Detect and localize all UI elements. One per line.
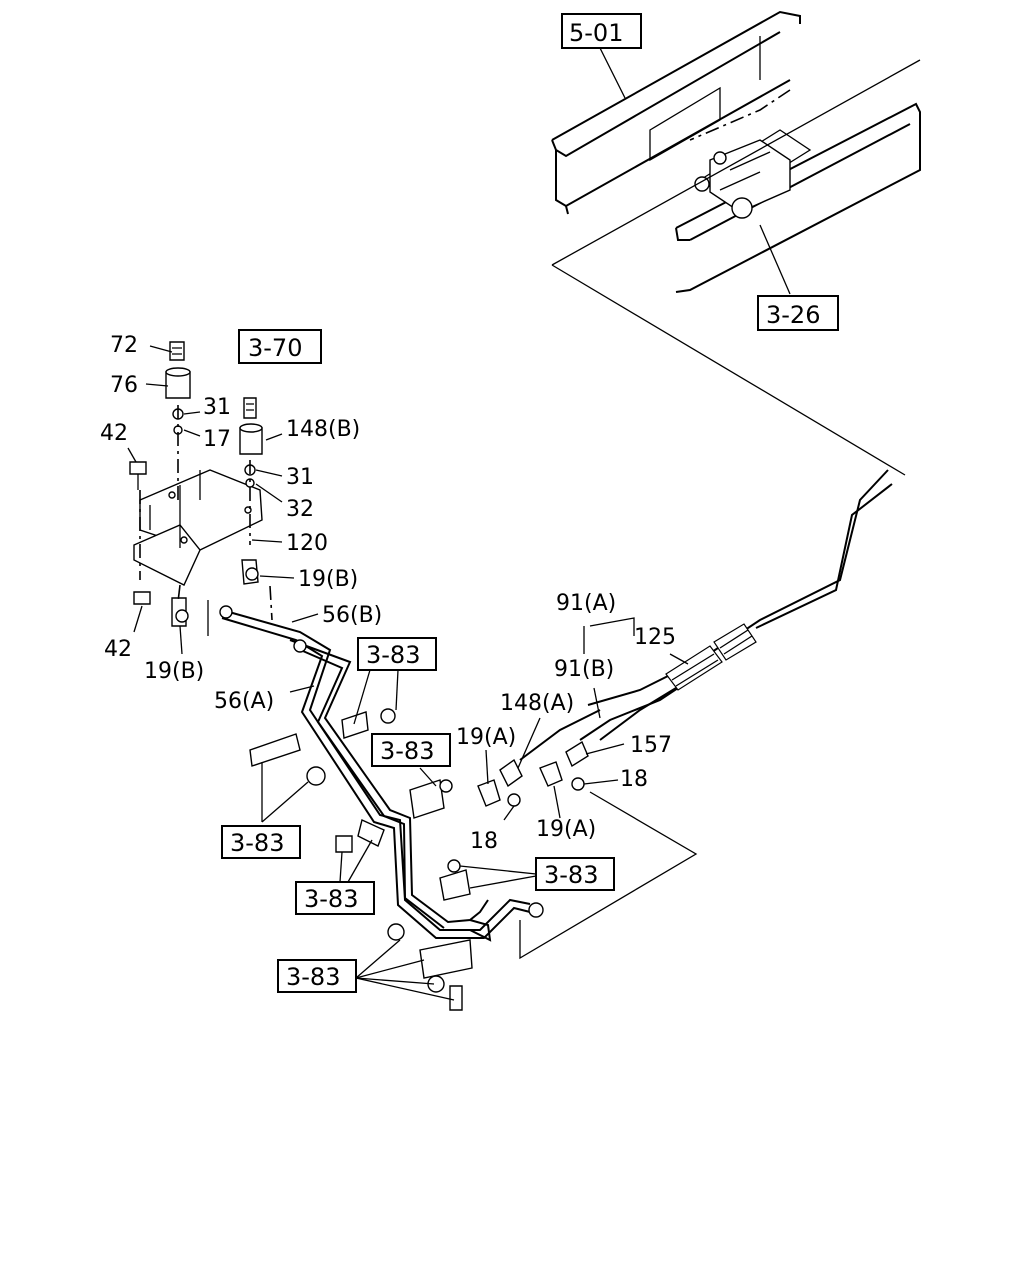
ref-3-83-c-label: 3-83: [230, 829, 284, 857]
label-91b: 91(B): [554, 657, 614, 682]
part-18-nut-left: [507, 793, 521, 807]
label-56b: 56(B): [322, 603, 382, 628]
label-72: 72: [110, 333, 138, 358]
label-19a-left: 19(A): [456, 725, 516, 750]
ref-3-83-b-label: 3-83: [380, 737, 434, 765]
label-18-left: 18: [470, 829, 498, 854]
label-120: 120: [286, 531, 328, 556]
label-42-bottom: 42: [104, 637, 132, 662]
ref-3-83-b[interactable]: 3-83: [371, 733, 451, 767]
ref-3-26-label: 3-26: [766, 301, 820, 329]
label-31-top: 31: [203, 395, 231, 420]
ref-3-83-d-label: 3-83: [544, 861, 598, 889]
ref-3-83-d[interactable]: 3-83: [535, 857, 615, 891]
chassis-frame-inset: [551, 10, 921, 476]
part-148a-sleeve: [499, 758, 523, 788]
pipe-clips: [249, 708, 473, 1011]
label-148b: 148(B): [286, 417, 360, 442]
ref-5-01[interactable]: 5-01: [561, 13, 642, 49]
label-17: 17: [203, 427, 231, 452]
label-18-right: 18: [620, 767, 648, 792]
ref-3-83-c[interactable]: 3-83: [221, 825, 301, 859]
ref-3-83-e-label: 3-83: [304, 885, 358, 913]
part-18-nut-right: [571, 777, 585, 791]
part-labels: 72 76 31 17 148(B) 42 31 32 120 19(B) 56…: [100, 333, 676, 854]
part-42-bolt-top: [129, 461, 147, 490]
ref-3-83-a[interactable]: 3-83: [357, 637, 437, 671]
part-157-sleeve: [565, 740, 589, 768]
right-fittings: [477, 740, 698, 960]
ref-3-70-label: 3-70: [248, 334, 302, 362]
part-42-bolt-bottom: [133, 591, 151, 605]
ref-3-83-f-label: 3-83: [286, 963, 340, 991]
ref-3-70[interactable]: 3-70: [238, 329, 322, 364]
part-76-nut: [165, 367, 191, 399]
part-19a-fitting-left: [477, 779, 501, 807]
label-157: 157: [630, 733, 672, 758]
label-32: 32: [286, 497, 314, 522]
ref-3-26[interactable]: 3-26: [757, 295, 839, 331]
label-19b-bottom: 19(B): [144, 659, 204, 684]
ref-3-83-f[interactable]: 3-83: [277, 959, 357, 993]
label-76: 76: [110, 373, 138, 398]
label-19b-right: 19(B): [298, 567, 358, 592]
label-56a: 56(A): [214, 689, 274, 714]
ref-5-01-label: 5-01: [569, 19, 623, 47]
label-125: 125: [634, 625, 676, 650]
label-42-top: 42: [100, 421, 128, 446]
part-3-70-plug: [243, 397, 257, 419]
label-19a-bottom: 19(A): [536, 817, 596, 842]
label-31-right: 31: [286, 465, 314, 490]
label-91a: 91(A): [556, 591, 616, 616]
part-19a-fitting-right: [539, 761, 563, 787]
part-19b-fitting-right: [241, 559, 259, 585]
bracket-assembly: [129, 341, 273, 636]
brake-pipes: [219, 469, 893, 942]
ref-3-83-e[interactable]: 3-83: [295, 881, 375, 915]
leader-lines: [127, 345, 689, 1001]
part-19b-fitting-left: [171, 597, 189, 627]
part-148b-sleeve: [239, 423, 263, 455]
label-148a: 148(A): [500, 691, 574, 716]
ref-3-83-a-label: 3-83: [366, 641, 420, 669]
part-125-grommet: [665, 623, 757, 691]
part-72-fitting: [169, 341, 185, 361]
valve-assembly: [694, 139, 791, 219]
